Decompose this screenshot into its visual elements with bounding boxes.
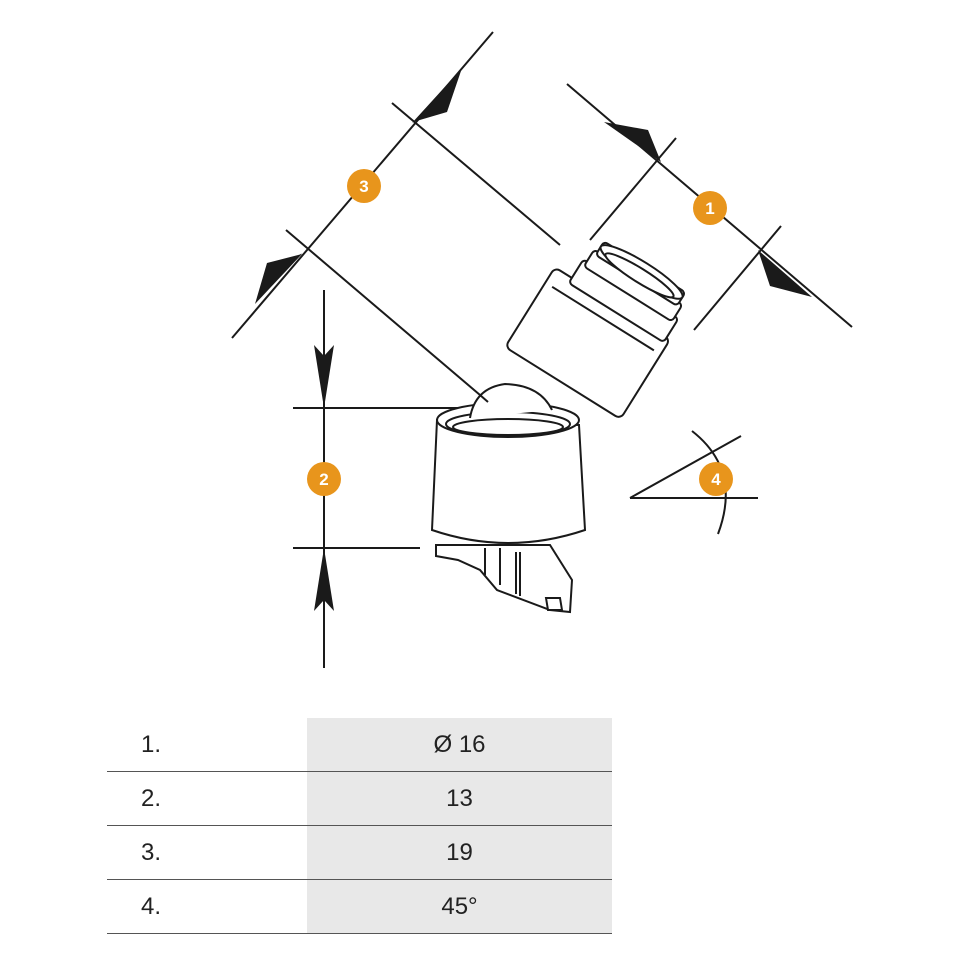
spec-value: Ø 16 — [307, 718, 612, 772]
dim3-arrowhead-bottom-fill — [255, 254, 302, 304]
spec-index: 3. — [107, 825, 307, 880]
callout-2: 2 — [307, 462, 341, 496]
spec-index: 2. — [107, 771, 307, 826]
base-clip — [435, 544, 574, 614]
dim3-extension-top — [391, 102, 561, 246]
dimension-4 — [629, 430, 758, 535]
dim3-arrowhead-top-fill — [413, 68, 462, 122]
table-row: 3. 19 — [107, 825, 612, 880]
callout-1-label: 1 — [705, 199, 714, 218]
table-row: 2. 13 — [107, 771, 612, 826]
dim2-arrowhead-bottom — [314, 548, 334, 611]
callout-2-label: 2 — [319, 470, 328, 489]
ball-joint — [469, 382, 553, 419]
callout-2-circle — [307, 462, 341, 496]
dim1-arrowhead-left — [604, 122, 661, 162]
dimension-spec-table: 1. Ø 16 2. 13 3. 19 4. 45° — [107, 718, 612, 934]
callout-1-circle — [693, 191, 727, 225]
lower-cylinder — [430, 418, 587, 544]
spec-index: 4. — [107, 879, 307, 934]
callout-4-circle — [699, 462, 733, 496]
callout-4: 4 — [699, 462, 733, 496]
spec-value: 45° — [307, 879, 612, 934]
callout-1: 1 — [693, 191, 727, 225]
table-row: 1. Ø 16 — [107, 718, 612, 772]
spec-value: 19 — [307, 825, 612, 880]
dim1-arrowhead-right — [758, 250, 812, 297]
dim3-extension-bottom — [285, 229, 481, 396]
spec-index: 1. — [107, 718, 307, 772]
callout-3-label: 3 — [359, 177, 368, 196]
callout-3-circle — [347, 169, 381, 203]
spec-value: 13 — [307, 771, 612, 826]
angle-diagonal-line — [629, 435, 742, 499]
callout-4-label: 4 — [711, 470, 721, 489]
table-row: 4. 45° — [107, 879, 612, 934]
dim1-extension-left — [589, 137, 677, 241]
fitting-technical-drawing: 1 2 3 4 — [231, 31, 853, 668]
dim1-extension-right — [693, 225, 782, 331]
dim2-arrowhead-top — [314, 345, 334, 408]
fitting-upper-nozzle — [506, 241, 685, 418]
callout-3: 3 — [347, 169, 381, 203]
fitting-lower-body — [430, 402, 587, 614]
